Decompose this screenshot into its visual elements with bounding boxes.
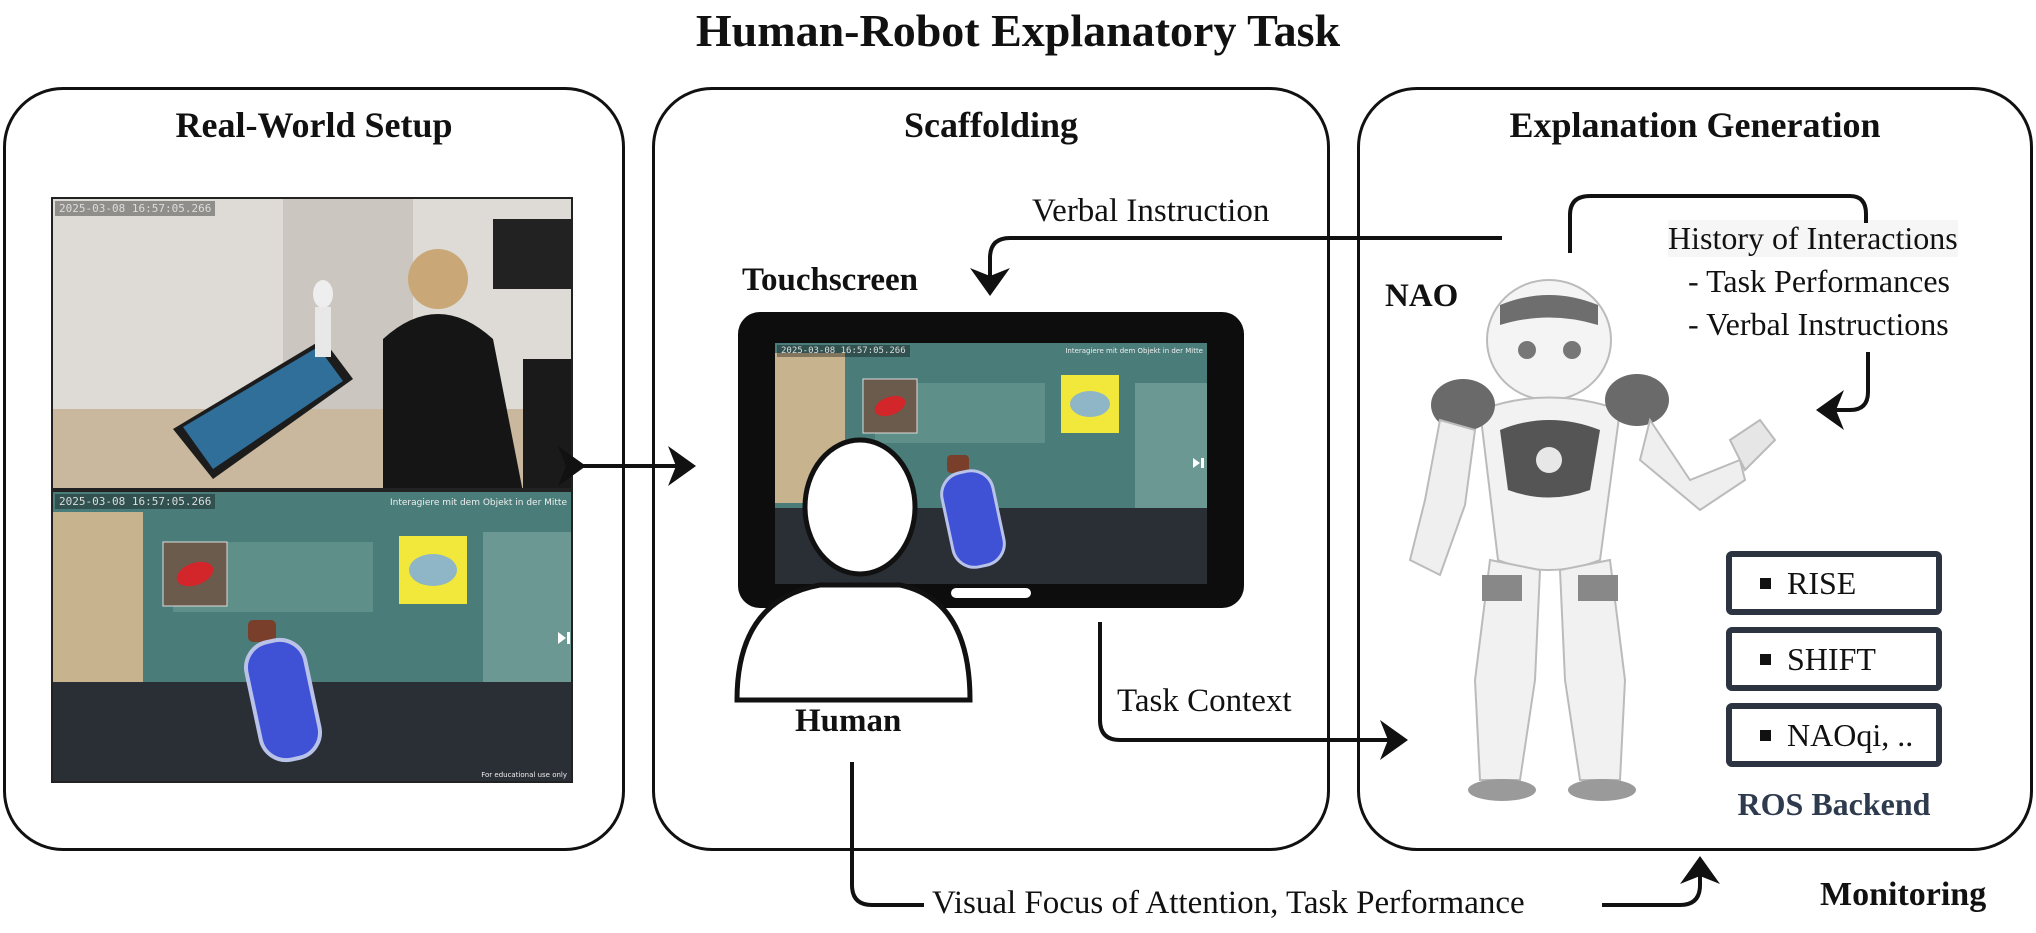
footer-text-bottom: For educational use only (481, 771, 567, 779)
ros-item-label: SHIFT (1787, 640, 1876, 677)
panel-title-scaffolding: Scaffolding (903, 105, 1079, 145)
bullet-icon (1760, 653, 1771, 665)
bullet-icon (1760, 729, 1771, 741)
verbal-instruction-label: Verbal Instruction (1032, 193, 1270, 229)
ros-item-naoqi: NAOqi, .. (1726, 703, 1942, 767)
tablet-game-scene-icon (775, 343, 1207, 584)
nao-label: NAO (1385, 278, 1459, 314)
human-label: Human (795, 703, 902, 739)
monitoring-arrow-end (1602, 856, 1720, 907)
tablet-screen: 2025-03-08 16:57:05.266 Interagiere mit … (775, 343, 1207, 584)
monitoring-flow-label: Visual Focus of Attention, Task Performa… (932, 885, 1525, 921)
ros-item-shift: SHIFT (1726, 627, 1942, 691)
game-scene-icon (53, 492, 571, 781)
task-context-label: Task Context (1117, 683, 1292, 719)
timestamp-top: 2025-03-08 16:57:05.266 (55, 201, 216, 216)
panel-title-explanation: Explanation Generation (1509, 105, 1881, 145)
touchscreen-label: Touchscreen (742, 262, 919, 298)
tablet-hud-text: Interagiere mit dem Objekt in der Mitte (1065, 347, 1203, 355)
screen-capture-bottom: 2025-03-08 16:57:05.266 Interagiere mit … (51, 490, 573, 783)
history-item-task-performances: - Task Performances (1688, 263, 1950, 299)
panel-title-real-world: Real-World Setup (175, 105, 453, 145)
history-item-verbal-instructions: - Verbal Instructions (1688, 306, 1949, 342)
real-world-photo: 2025-03-08 16:57:05.266 (51, 197, 573, 490)
history-title: History of Interactions (1668, 220, 1958, 256)
ros-item-label: NAOqi, .. (1787, 716, 1914, 753)
ros-item-label: RISE (1787, 564, 1857, 601)
tablet-timestamp: 2025-03-08 16:57:05.266 (777, 345, 910, 357)
timestamp-bottom: 2025-03-08 16:57:05.266 (55, 494, 216, 509)
monitoring-label: Monitoring (1820, 876, 1987, 913)
lab-scene-icon (53, 199, 571, 488)
tablet-home-button[interactable] (951, 588, 1031, 598)
ros-item-rise: RISE (1726, 551, 1942, 615)
ros-backend-title: ROS Backend (1737, 786, 1931, 822)
touchscreen-tablet: 2025-03-08 16:57:05.266 Interagiere mit … (738, 312, 1244, 608)
page-title: Human-Robot Explanatory Task (695, 5, 1341, 56)
hud-text-bottom: Interagiere mit dem Objekt in der Mitte (390, 498, 567, 508)
bullet-icon (1760, 577, 1771, 589)
history-box: History of Interactions (1668, 220, 1958, 257)
